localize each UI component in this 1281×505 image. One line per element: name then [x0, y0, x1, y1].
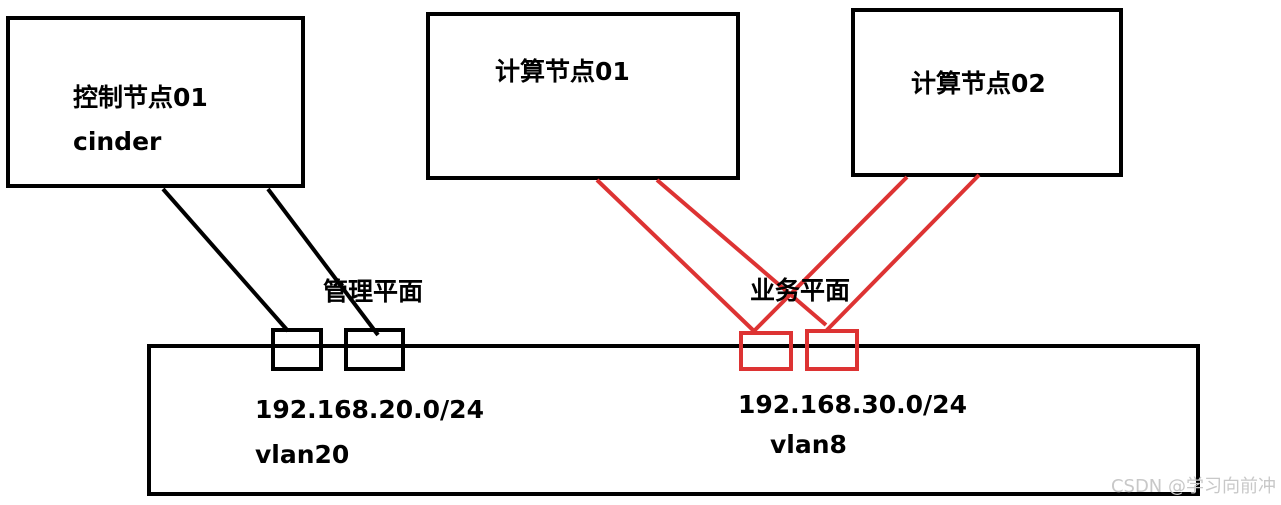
service-subnet: 192.168.30.0/24: [738, 390, 967, 419]
control-node-name: 控制节点01: [73, 83, 208, 112]
service-link-3: [750, 175, 909, 335]
service-vlan: vlan8: [770, 430, 847, 459]
compute-node-01-box: [426, 12, 740, 180]
management-port-1: [271, 328, 323, 371]
compute-node-02-box: [851, 8, 1123, 177]
service-port-2: [805, 329, 859, 371]
service-port-1: [739, 331, 793, 371]
management-link-2: [266, 187, 380, 337]
management-plane-label: 管理平面: [323, 277, 423, 306]
watermark: CSDN @学习向前冲: [1111, 476, 1276, 497]
switch-box: [147, 344, 1200, 496]
service-link-4: [824, 173, 981, 333]
compute-node-01-name: 计算节点01: [495, 57, 630, 86]
service-plane-label: 业务平面: [750, 276, 850, 305]
control-node-box: [6, 16, 305, 188]
compute-node-02-name: 计算节点02: [911, 69, 1046, 98]
management-link-1: [161, 187, 290, 333]
control-node-service: cinder: [73, 127, 162, 156]
management-port-2: [344, 328, 405, 371]
management-subnet: 192.168.20.0/24: [255, 395, 484, 424]
management-vlan: vlan20: [255, 440, 349, 469]
service-link-1: [595, 178, 758, 335]
service-link-2: [655, 178, 828, 327]
